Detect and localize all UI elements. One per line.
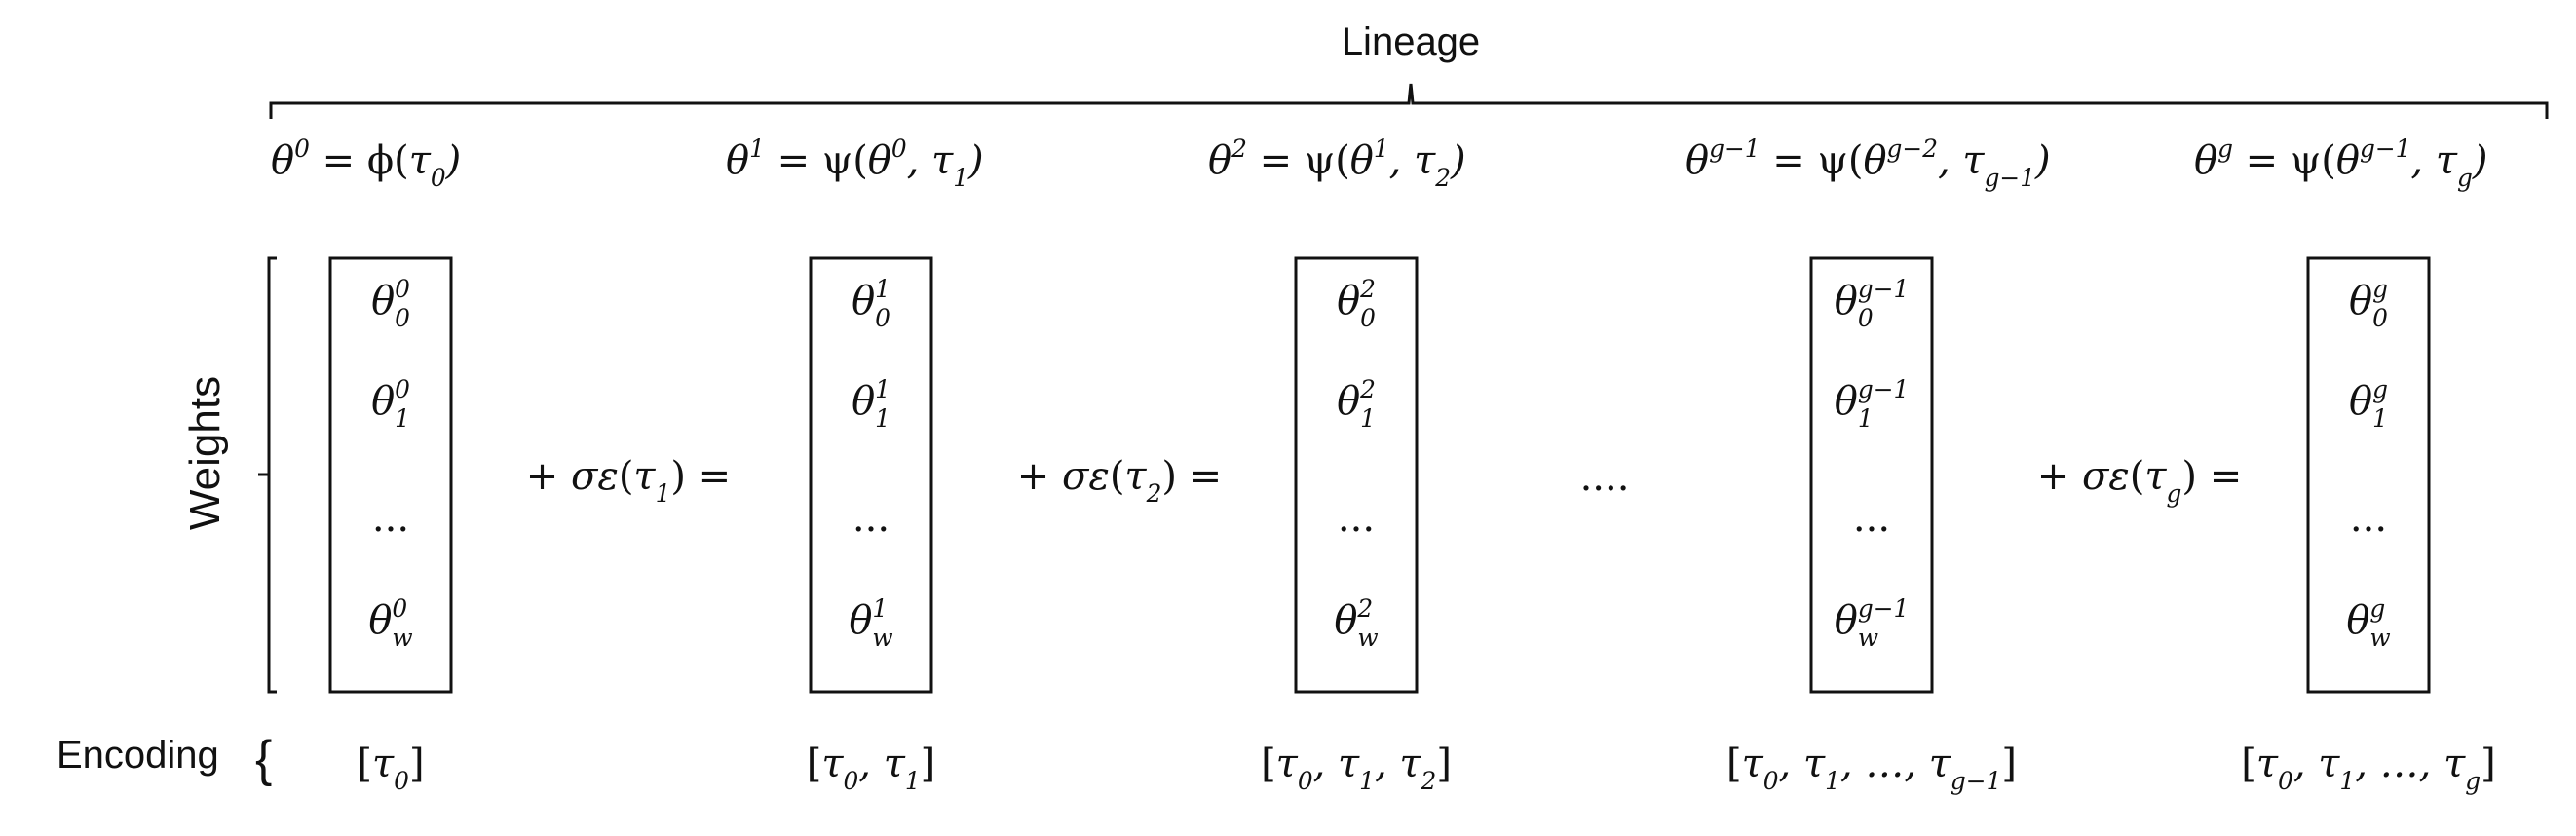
weights-label: Weights bbox=[181, 376, 229, 530]
weight-entry: ... bbox=[2350, 496, 2387, 541]
encoding-vector: [τ0​, τ1​, τ2​] bbox=[1261, 741, 1452, 795]
weight-vector-box bbox=[809, 256, 933, 694]
lineage-formula: θ1​ = ψ(θ0​, τ1​) bbox=[726, 134, 984, 192]
lineage-formula: θg−1​ = ψ(θg−2​, τg−1​) bbox=[1686, 134, 2051, 192]
continuation-dots: .... bbox=[1580, 455, 1630, 500]
generation-2: θ2​ = ψ(θ1​, τ2​) θ20 θ21... θ2w [τ0​, τ1​, … bbox=[1208, 134, 1466, 795]
mutation-term: + σε(τ2​) = bbox=[1017, 454, 1222, 508]
generation-1: θ1​ = ψ(θ0​, τ1​) θ10 θ11... θ1w [τ0​, τ1​] bbox=[726, 134, 984, 795]
weight-entry: ... bbox=[1338, 496, 1375, 541]
lineage-brace bbox=[269, 83, 2549, 119]
encoding-vector: [τ0​, τ1​, …, τg​] bbox=[2241, 741, 2495, 795]
encoding-brace: { bbox=[255, 731, 272, 787]
mutation-terms: + σε(τ1​) = + σε(τ2​) = + σε(τg​) = bbox=[526, 454, 2242, 508]
generation-0: θ0​ = ϕ(τ0​) θ00 θ01... θ0w [τ0​] bbox=[271, 134, 461, 795]
weight-entry: ... bbox=[852, 496, 890, 541]
weight-vector-box bbox=[328, 256, 453, 694]
generation-4: θg​ = ψ(θg−1​, τg​) θg0 θg1... θgw [τ0​, τ1​… bbox=[2194, 134, 2496, 795]
encoding-vector: [τ0​] bbox=[357, 741, 424, 795]
weight-vector-box bbox=[1294, 256, 1419, 694]
lineage-formula: θg​ = ψ(θg−1​, τg​) bbox=[2194, 134, 2487, 192]
lineage-formula: θ2​ = ψ(θ1​, τ2​) bbox=[1208, 134, 1466, 192]
generation-3: θg−1​ = ψ(θg−2​, τg−1​) θg−10 θg−11... θg−1… bbox=[1686, 134, 2051, 795]
encoding-vector: [τ0​, τ1​] bbox=[807, 741, 936, 795]
weight-vector-box bbox=[1809, 256, 1934, 694]
generations: θ0​ = ϕ(τ0​) θ00 θ01... θ0w [τ0​] θ1​ = ψ(θ0​… bbox=[271, 134, 2496, 795]
weight-entry: ... bbox=[1853, 496, 1890, 541]
weight-vector-box bbox=[2306, 256, 2431, 694]
mutation-term: + σε(τg​) = bbox=[2037, 454, 2242, 508]
lineage-label: Lineage bbox=[1342, 20, 1480, 63]
weight-entry: ... bbox=[372, 496, 409, 541]
lineage-formula: θ0​ = ϕ(τ0​) bbox=[271, 134, 461, 192]
encoding-vector: [τ0​, τ1​, …, τg−1​] bbox=[1726, 741, 2017, 795]
encoding-label: Encoding bbox=[57, 734, 219, 777]
weights-bracket bbox=[258, 256, 277, 694]
mutation-term: + σε(τ1​) = bbox=[526, 454, 731, 508]
